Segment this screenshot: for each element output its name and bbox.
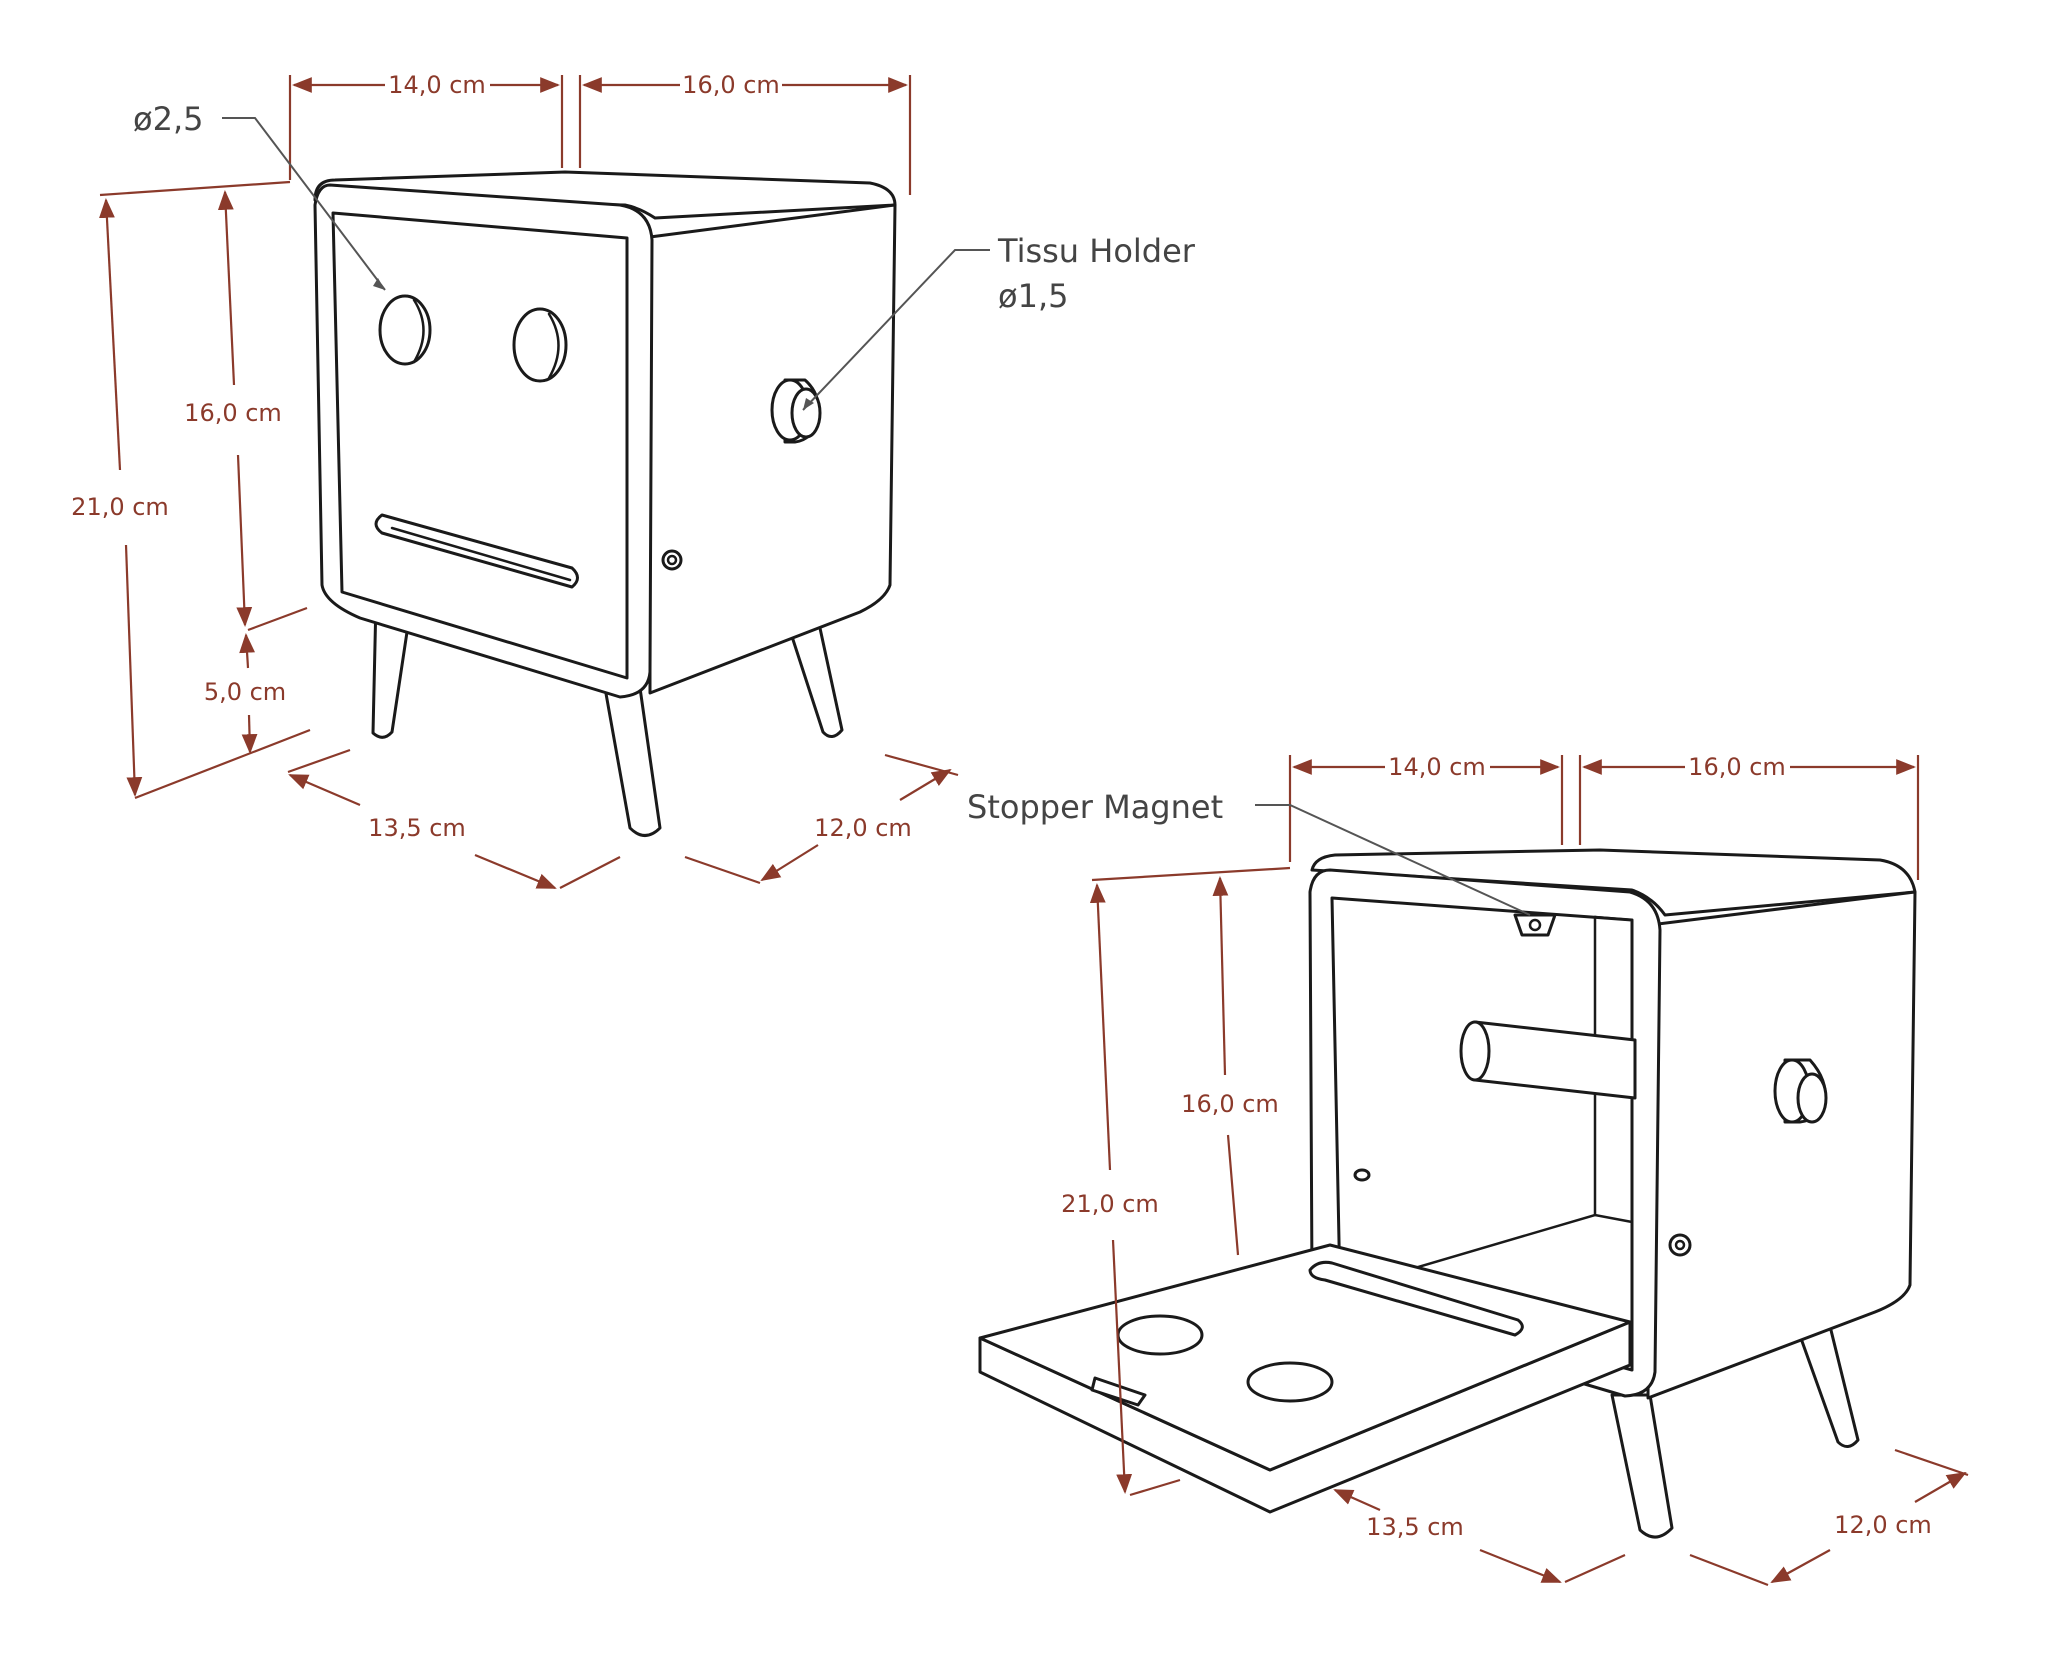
right-eye-hole [512,307,568,383]
door-top-face [978,1243,1632,1472]
dim-front-width-label: 14,0 cm [388,71,486,99]
open-dim-front-width-label: 14,0 cm [1388,753,1486,781]
closed-box-view: 14,0 cm 16,0 cm 21,0 cm 16,0 cm 5,0 cm 1… [71,71,1196,890]
open-door [978,1243,1632,1514]
interior-pin [1353,1168,1371,1182]
door-eye-hole-2 [1246,1361,1334,1403]
open-dim-side-depth-label: 16,0 cm [1688,753,1786,781]
open-box-side-face [1646,890,1917,1400]
closed-callouts [222,117,990,411]
dim-leg-height-label: 5,0 cm [204,678,286,706]
box-body [313,170,897,699]
box-side-face [648,203,897,695]
magnet-leader-line [1255,804,1531,916]
open-box-top-face [1310,848,1917,917]
dim-box-height-label: 16,0 cm [184,399,282,427]
open-dimension-lines [1089,755,1969,1587]
open-box-interior [1330,896,1634,1372]
mouth-slot [374,513,579,589]
open-side-screw [1668,1233,1692,1257]
box-top-face [313,170,897,220]
closed-dimension-lines [99,75,959,890]
open-legs [1610,1316,1860,1539]
stopper-magnet-box [1513,913,1557,937]
tissue-rod [1459,1020,1637,1100]
dim-leg-spread-side-label: 12,0 cm [814,814,912,842]
leg-front-left [371,598,412,739]
open-dim-leg-spread-front-label: 13,5 cm [1366,1513,1464,1541]
open-tissue-holder [1773,1058,1828,1124]
dim-total-height-label: 21,0 cm [71,493,169,521]
left-eye-hole [378,294,432,366]
legs [371,598,844,837]
leg-front-right [603,686,662,837]
open-leg-back [1796,1316,1860,1448]
dim-leg-spread-front-label: 13,5 cm [368,814,466,842]
open-dim-total-height-label: 21,0 cm [1061,1190,1159,1218]
tissue-holder-title-label: Tissu Holder [997,232,1196,270]
side-screw [661,549,683,571]
open-leg-front [1610,1393,1674,1539]
open-dim-box-height-label: 16,0 cm [1181,1090,1279,1118]
leg-back-right [783,603,844,738]
open-dim-leg-spread-side-label: 12,0 cm [1834,1511,1932,1539]
door-mouth-slot [1308,1260,1524,1337]
eye-hole-diameter-label: ø2,5 [133,100,203,138]
door-eye-hole-1 [1116,1314,1204,1356]
open-box-view: 14,0 cm 16,0 cm 16,0 cm 21,0 cm 13,5 cm … [967,753,1969,1587]
stopper-magnet-label: Stopper Magnet [967,788,1223,826]
tissue-holder [770,378,822,444]
dim-side-depth-label: 16,0 cm [682,71,780,99]
door-magnet [1090,1376,1147,1407]
tissue-holder-diameter-label: ø1,5 [998,277,1068,315]
